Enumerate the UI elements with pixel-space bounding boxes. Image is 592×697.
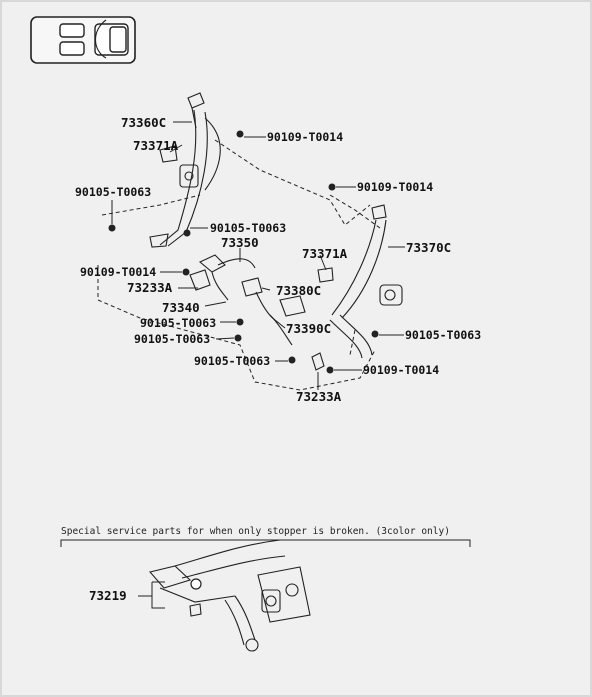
belt-73360C [149,92,221,248]
label-73371A-left: 73371A [133,138,179,153]
label-73360C: 73360C [121,115,166,130]
label-90109-T0014-bottom: 90109-T0014 [363,363,439,377]
label-90105-T0063-left: 90105-T0063 [75,185,151,199]
buckle-73380C [241,277,276,321]
belt-73370C [329,204,403,359]
vehicle-body-icon [30,16,136,64]
buckle-73350 [189,254,256,301]
label-90109-T0014-right: 90109-T0014 [357,180,433,194]
label-90105-T0063-right: 90105-T0063 [405,328,481,342]
label-73233A-bottom: 73233A [296,389,342,404]
callout-labels: 73360C 73371A 90109-T0014 90105-T0063 90… [75,115,481,404]
label-90109-T0014-top: 90109-T0014 [267,130,343,144]
label-73340: 73340 [162,300,200,315]
special-service-note: Special service parts for when only stop… [61,526,450,537]
label-73219: 73219 [89,588,127,603]
label-73350: 73350 [221,235,259,250]
special-service-section: Special service parts for when only stop… [60,526,471,652]
leader-lines [111,121,405,390]
label-90109-T0014-left: 90109-T0014 [80,265,156,279]
fasteners [108,130,379,374]
label-90105-T0063-c: 90105-T0063 [194,354,270,368]
label-73233A-left: 73233A [127,280,173,295]
buckle-73390C [269,295,306,346]
label-73380C: 73380C [276,283,321,298]
label-73370C: 73370C [406,240,451,255]
label-90105-T0063-b: 90105-T0063 [134,332,210,346]
label-73371A-right: 73371A [302,246,348,261]
label-73390C: 73390C [286,321,331,336]
label-90105-T0063-mid: 90105-T0063 [210,221,286,235]
label-90105-T0063-a: 90105-T0063 [140,316,216,330]
